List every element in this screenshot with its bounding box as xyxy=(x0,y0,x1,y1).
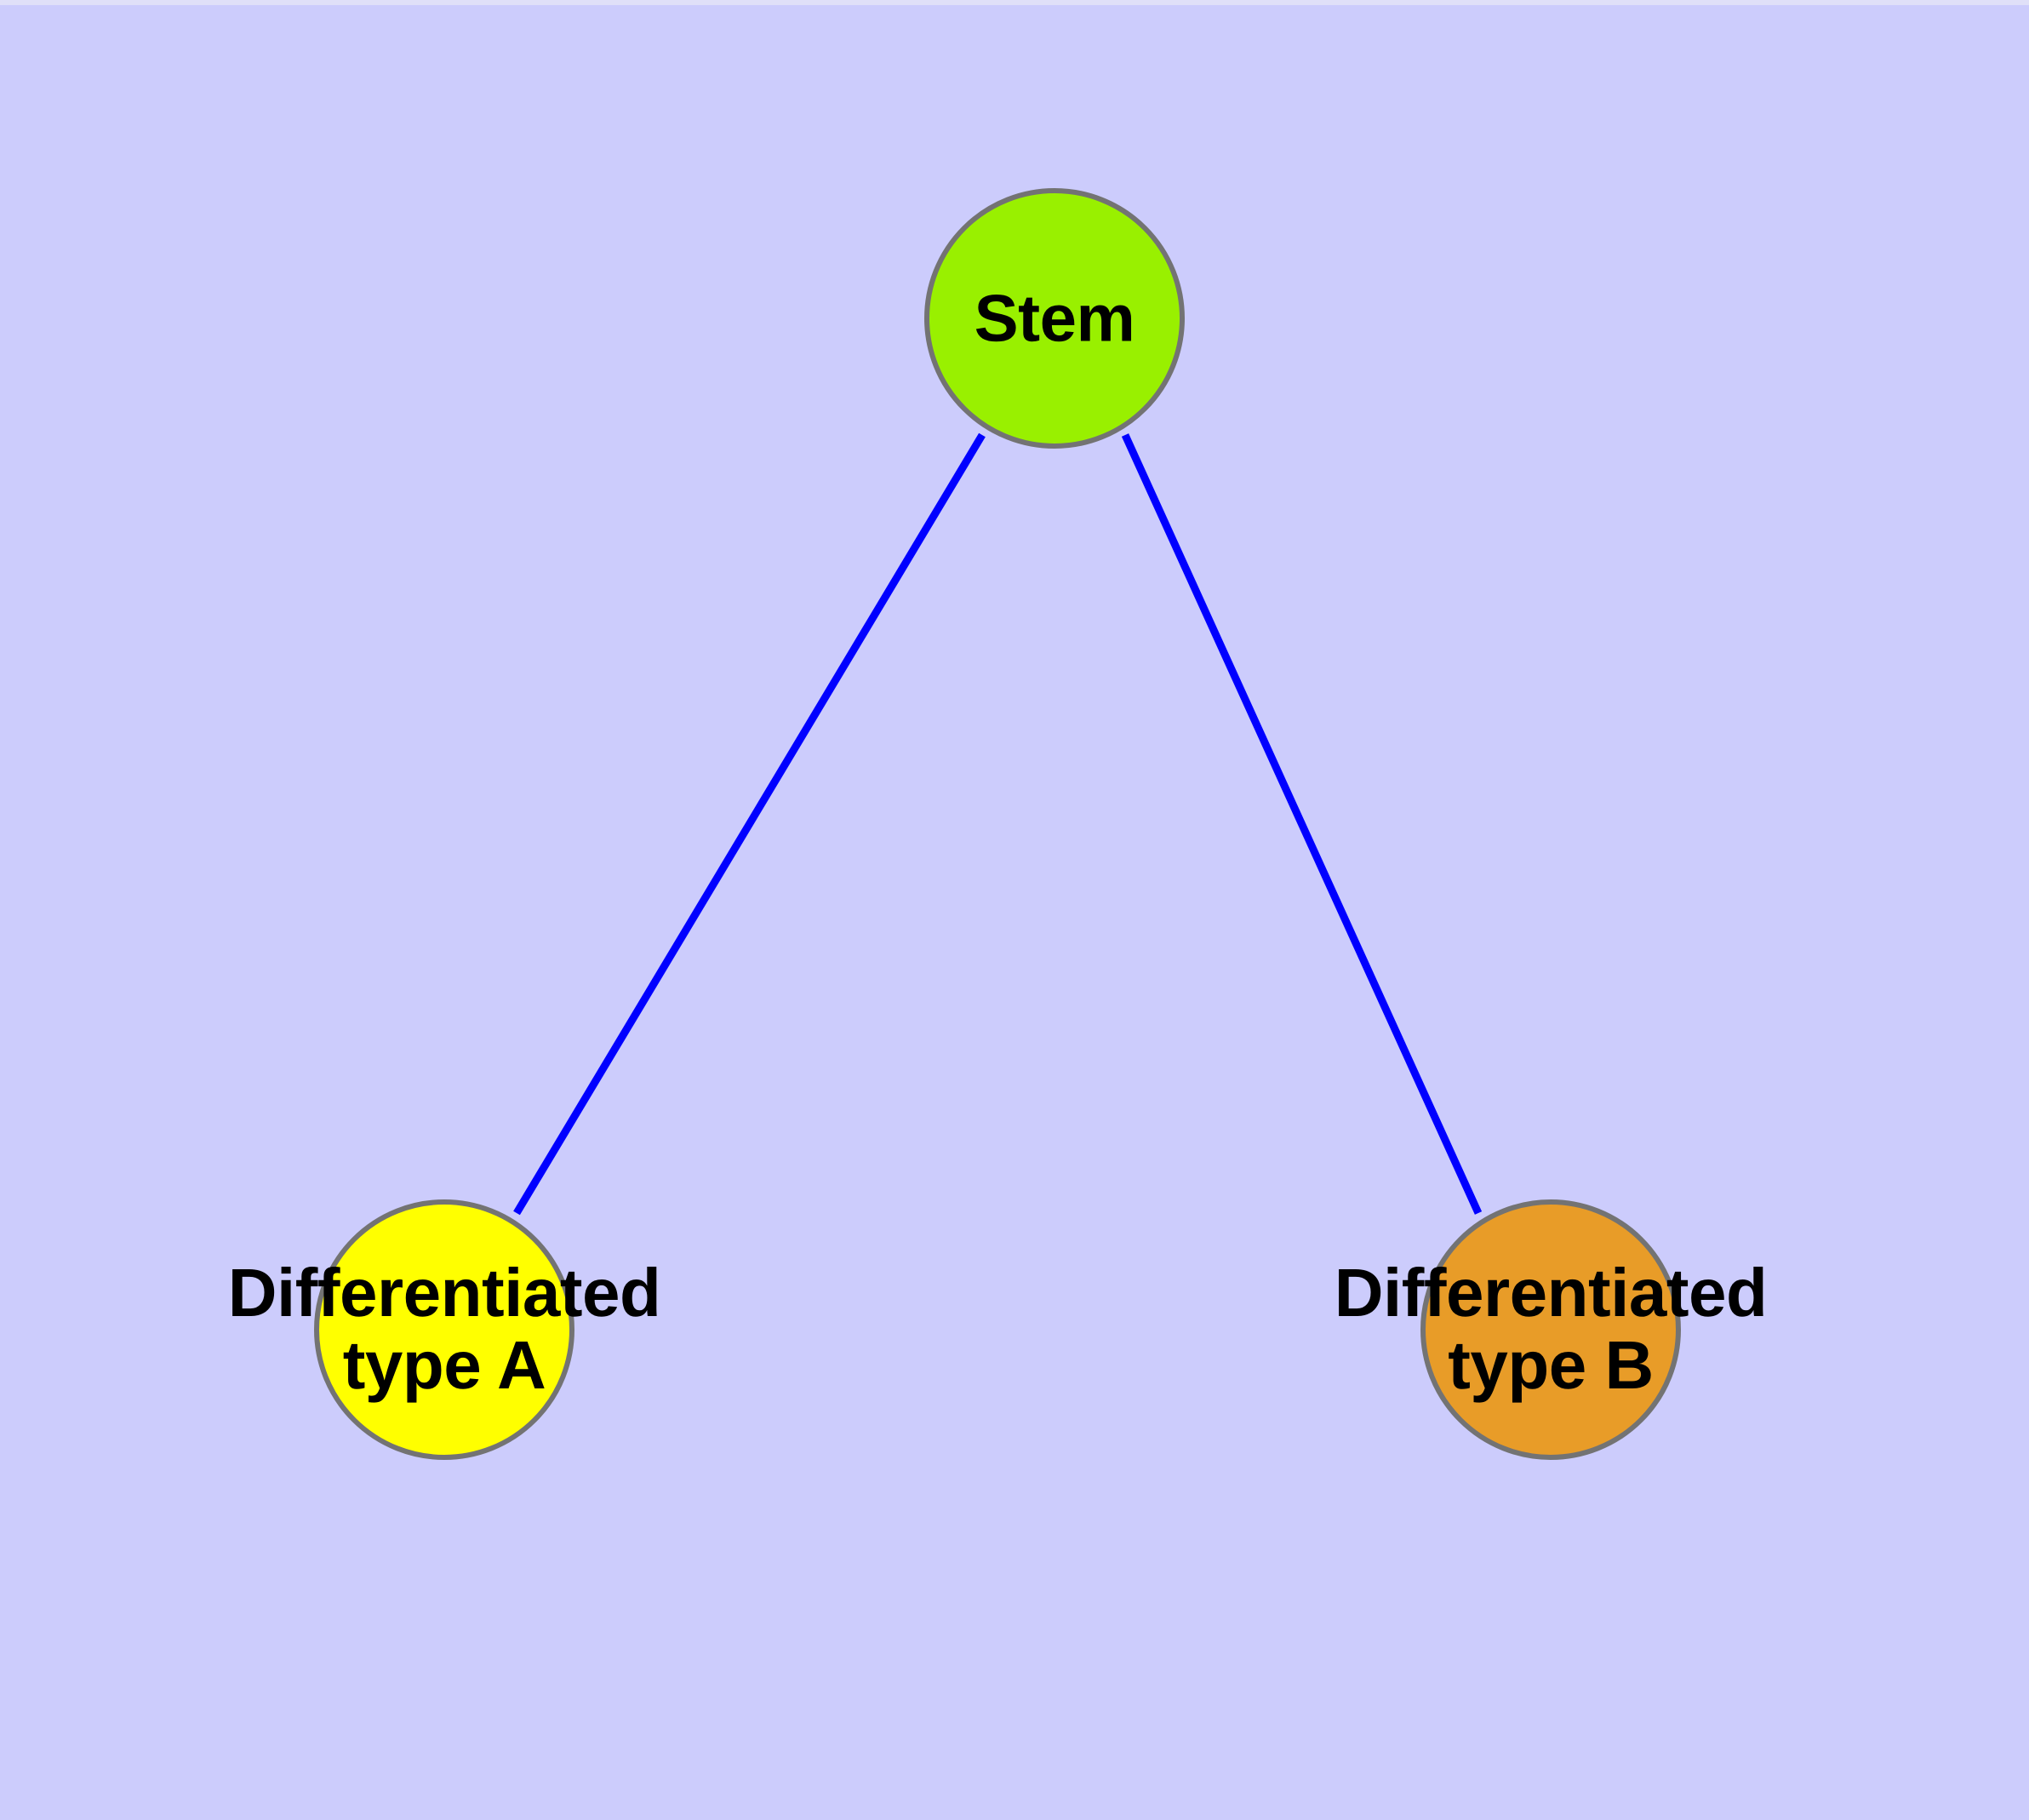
edge-stem-to-diff_a xyxy=(513,432,986,1216)
node-diff_b[interactable] xyxy=(1420,1199,1681,1460)
node-diff_a[interactable] xyxy=(314,1199,574,1460)
edge-stem-to-diff_b xyxy=(1121,433,1483,1215)
node-layer xyxy=(314,188,1681,1460)
edge-layer xyxy=(513,432,1483,1216)
node-stem[interactable] xyxy=(924,188,1185,449)
